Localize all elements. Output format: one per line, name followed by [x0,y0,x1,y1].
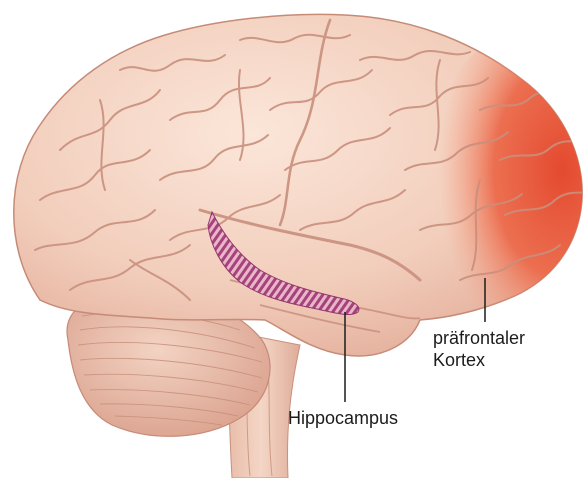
hippocampus-label: Hippocampus [288,407,398,429]
prefrontal-cortex-label-line1: präfrontaler [433,327,525,349]
prefrontal-cortex-label: präfrontaler Kortex [433,327,525,371]
prefrontal-cortex-label-line2: Kortex [433,349,525,371]
